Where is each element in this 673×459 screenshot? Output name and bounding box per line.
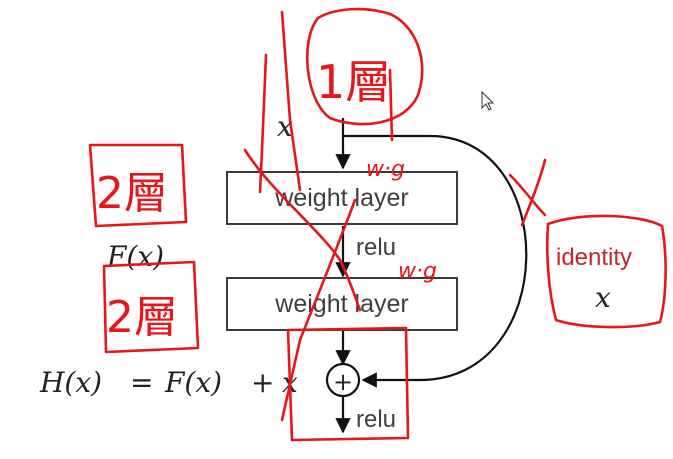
relu-mid-label: relu xyxy=(356,234,396,261)
sum-highlight-box xyxy=(286,326,410,442)
printed-labels: weight layer weight layer x relu relu F(… xyxy=(39,110,632,433)
weight-layer-1-box xyxy=(226,171,458,225)
stroke-top-right xyxy=(388,68,394,142)
mouse-cursor-icon xyxy=(481,90,495,111)
weight-layer-2-label: weight layer xyxy=(274,290,408,318)
note-top-circle xyxy=(306,7,424,126)
identity-x-label: x xyxy=(595,281,611,314)
equation-rhs-fx: F(x) xyxy=(164,366,222,399)
note-bottom-box xyxy=(102,260,200,354)
weight-note-2: w·g xyxy=(398,259,437,284)
sum-node xyxy=(325,362,361,398)
stroke-cross-1 xyxy=(508,173,547,217)
stroke-diagonal-up xyxy=(280,198,357,422)
equation-equals: = xyxy=(130,366,153,399)
identity-circle xyxy=(545,214,667,329)
stroke-left-vertical xyxy=(258,53,268,194)
stroke-diagonal-down xyxy=(243,148,362,312)
note-bottom-text: 2層 xyxy=(106,292,178,343)
identity-skip-arrow xyxy=(343,134,528,388)
weight-note-1: w·g xyxy=(366,157,405,182)
stroke-cross-2 xyxy=(520,158,547,227)
identity-label: identity xyxy=(556,244,632,271)
equation-plus: + xyxy=(251,366,274,399)
handwritten-annotations: 1層 2層 2層 w·g w·g xyxy=(88,7,667,442)
stroke-left-vertical-2 xyxy=(280,10,302,192)
note-mid-box xyxy=(88,143,188,228)
note-top-text: 1層 xyxy=(316,55,391,109)
relu-out-label: relu xyxy=(356,406,396,433)
equation-lhs: H(x) xyxy=(39,366,102,399)
residual-fx-label: F(x) xyxy=(106,240,164,273)
weight-layer-1-label: weight layer xyxy=(274,184,408,212)
note-mid-text: 2層 xyxy=(96,168,168,219)
sum-symbol: + xyxy=(333,368,353,396)
equation: H(x) = F(x) + x xyxy=(39,366,298,399)
